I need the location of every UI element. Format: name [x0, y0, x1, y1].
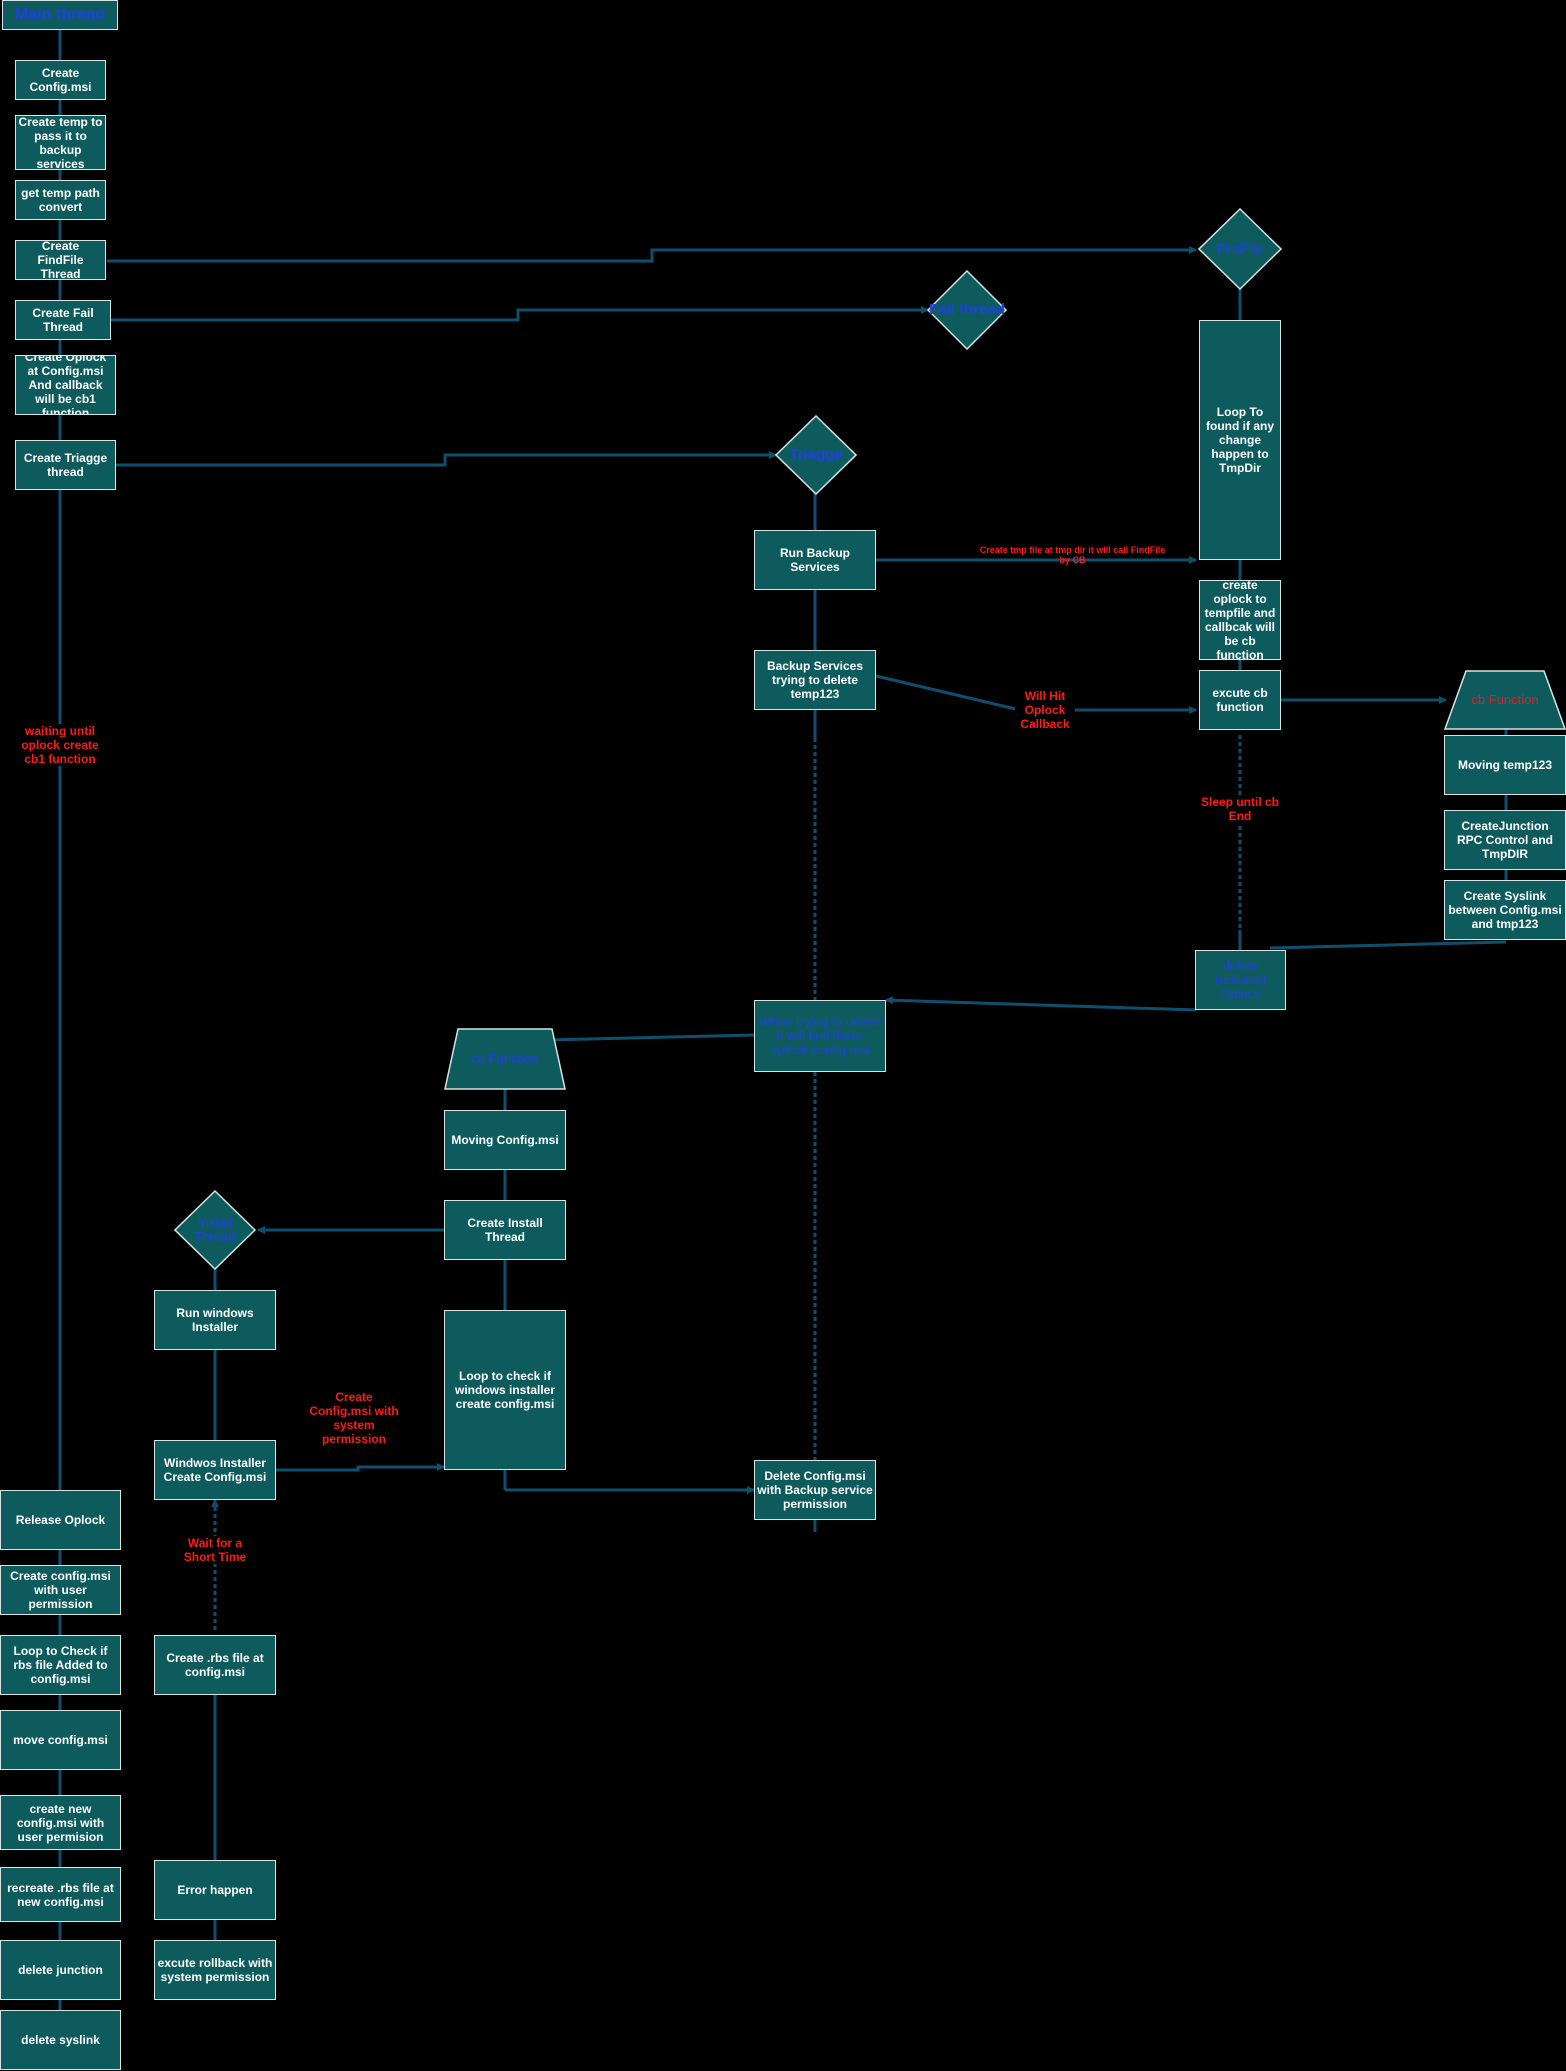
findfile-label: FindFile — [1216, 241, 1264, 256]
excute-cb-node: excute cb function — [1199, 670, 1281, 730]
wire-delete-to-when — [885, 996, 1197, 1012]
create-triagge-node: Create Triagge thread — [15, 440, 116, 490]
delete-config-node: Delete Config.msi with Backup service pe… — [754, 1460, 876, 1520]
create-new-config-node: create new config.msi with user permisio… — [0, 1795, 121, 1850]
recreate-rbs-node: recreate .rbs file at new config.msi — [0, 1867, 121, 1922]
cb-function-1-label: cb Function — [1471, 692, 1539, 707]
create-fail-node: Create Fail Thread — [15, 300, 111, 340]
wire-syslink-to-delete — [1269, 940, 1507, 950]
oplock-note: Will Hit Oplock Callback — [1015, 689, 1075, 731]
fail-thread-diamond: Fail thread — [927, 270, 1007, 350]
loop-check-installer-node: Loop to check if windows installer creat… — [444, 1310, 566, 1470]
create-findfile-node: Create FindFile Thread — [15, 240, 106, 280]
create-syslink-node: Create Syslink between Config.msi and tm… — [1444, 880, 1566, 940]
cb-function-2-trapezoid: cb Function — [444, 1028, 566, 1090]
delete-junction-node: delete junction — [0, 1940, 121, 2000]
error-happen-node: Error happen — [154, 1860, 276, 1920]
delete-oplock-node: delete (release) Oplock — [1195, 950, 1286, 1010]
trigger-note: Create tmp file at tmp dir it will call … — [979, 545, 1166, 565]
create-config-user-node: Create config.msi with user permission — [0, 1565, 121, 1615]
triagge-label: Triagge — [789, 446, 843, 463]
findfile-diamond: FindFile — [1198, 208, 1282, 290]
get-temp-path-node: get temp path convert — [15, 180, 106, 220]
create-oplock-tempfile-node: create oplock to tempfile and callbcak w… — [1199, 580, 1281, 660]
create-config-node: Create Config.msi — [15, 60, 106, 100]
wire-triagge — [116, 451, 777, 467]
create-install-thread-node: Create Install Thread — [444, 1200, 566, 1260]
create-system-note: Create Config.msi with system permission — [308, 1390, 400, 1446]
create-rbs-node: Create .rbs file at config.msi — [154, 1635, 276, 1695]
wire-findfile — [107, 246, 1197, 263]
excute-rollback-node: excute rollback with system permission — [154, 1940, 276, 2000]
create-temp-node: Create temp to pass it to backup service… — [15, 115, 106, 170]
install-thread-label: Install Thread — [194, 1215, 236, 1244]
install-thread-diamond: Install Thread — [174, 1190, 256, 1270]
cb-function-1-trapezoid: cb Function — [1444, 670, 1566, 730]
moving-temp-node: Moving temp123 — [1444, 735, 1566, 795]
move-config-node: move config.msi — [0, 1710, 121, 1770]
findfile-loop-node: Loop To found if any change happen to Tm… — [1199, 320, 1281, 560]
cb-function-2-label: cb Function — [471, 1051, 539, 1066]
waiting-note: waiting until oplock create cb1 function — [20, 724, 100, 766]
fail-thread-label: Fail thread — [929, 301, 1005, 318]
run-backup-node: Run Backup Services — [754, 530, 876, 590]
wire-when-to-cb2 — [545, 1033, 755, 1044]
wire-installer-create — [276, 1463, 445, 1472]
windows-installer-create-node: Windwos Installer Create Config.msi — [154, 1440, 276, 1500]
create-oplock-node: Create Oplock at Config.msi And callback… — [15, 355, 116, 415]
create-junction-node: CreateJunction RPC Control and TmpDIR — [1444, 810, 1566, 870]
wait-note: Wait for a Short Time — [180, 1536, 250, 1564]
sleep-note: Sleep until cb End — [1200, 795, 1280, 823]
main-thread-title: Main thread — [2, 0, 118, 30]
wire-fail — [111, 306, 929, 322]
delete-syslink-node: delete syslink — [0, 2010, 121, 2070]
release-oplock-node: Release Oplock — [0, 1490, 121, 1550]
loop-check-rbs-node: Loop to Check if rbs file Added to confi… — [0, 1635, 121, 1695]
when-delete-node: When trying to delete it will find there… — [754, 1000, 886, 1072]
triagge-diamond: Triagge — [775, 415, 857, 495]
run-windows-installer-node: Run windows Installer — [154, 1290, 276, 1350]
backup-delete-node: Backup Services trying to delete temp123 — [754, 650, 876, 710]
moving-config-node: Moving Config.msi — [444, 1110, 566, 1170]
